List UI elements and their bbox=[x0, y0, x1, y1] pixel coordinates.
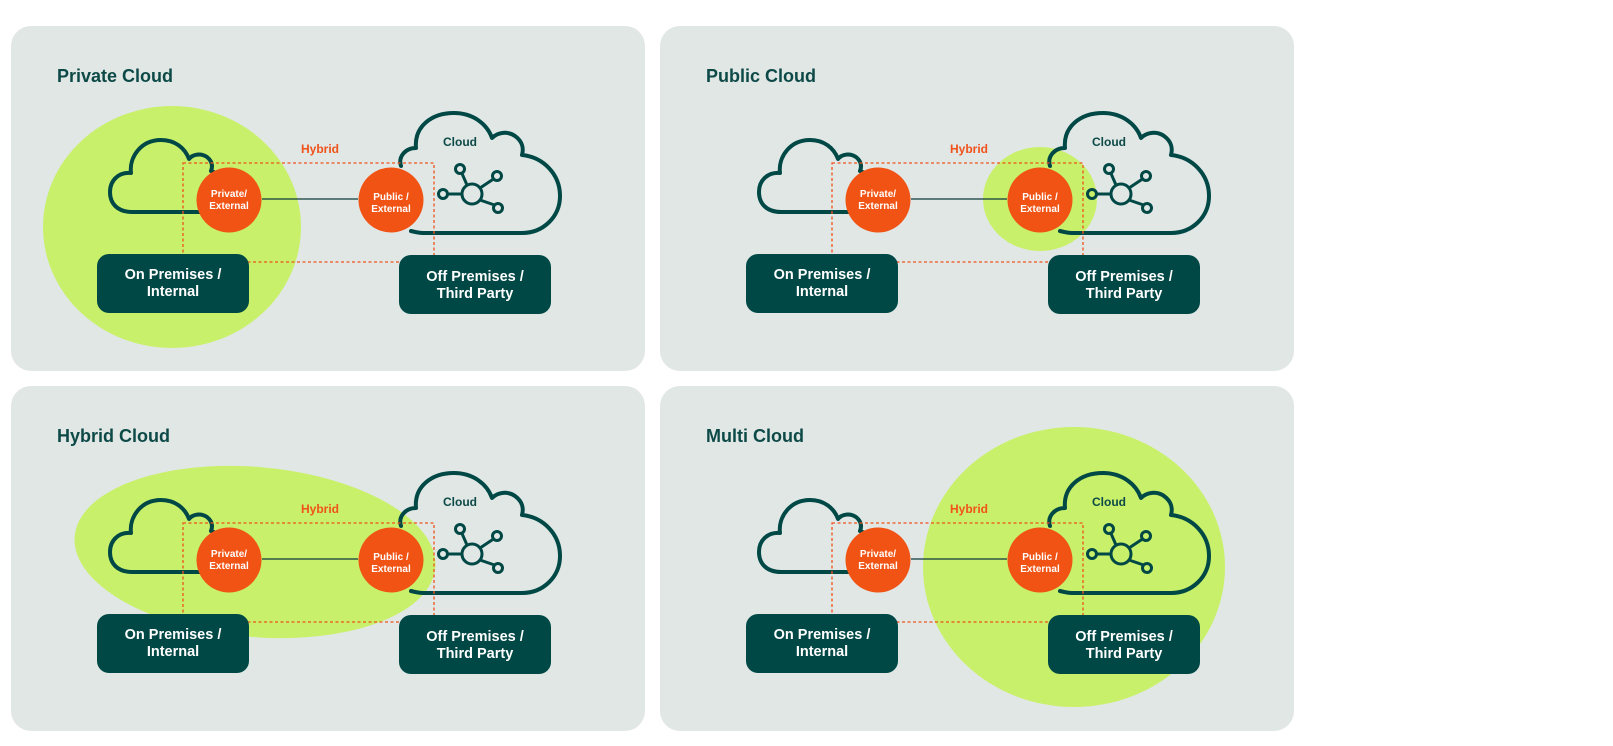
on-premises-label-line1: On Premises / bbox=[774, 627, 871, 643]
private-endpoint[interactable]: Private/ External bbox=[196, 527, 262, 593]
on-premises-label-line2: Internal bbox=[796, 284, 848, 300]
cloud-network-icon bbox=[398, 471, 562, 595]
public-endpoint-label-line2: External bbox=[1020, 204, 1060, 215]
on-premises-label-line1: On Premises / bbox=[125, 627, 222, 643]
on-premises-box[interactable]: On Premises / Internal bbox=[746, 254, 898, 313]
on-premises-label-line2: Internal bbox=[796, 644, 848, 660]
private-endpoint-label-line2: External bbox=[209, 201, 249, 212]
hybrid-boundary bbox=[182, 162, 435, 263]
hybrid-label: Hybrid bbox=[301, 142, 339, 156]
off-premises-label-line1: Off Premises / bbox=[426, 269, 524, 285]
off-premises-label-line1: Off Premises / bbox=[1075, 629, 1173, 645]
cloud-outline-icon bbox=[757, 138, 874, 214]
public-endpoint[interactable]: Public / External bbox=[1007, 527, 1073, 593]
panel-public-cloud: Public Cloud Cloud Hybrid Private/ bbox=[660, 26, 1294, 371]
panel-multi-cloud: Multi Cloud Cloud Hybrid Private/ bbox=[660, 386, 1294, 731]
off-premises-box[interactable]: Off Premises / Third Party bbox=[399, 615, 551, 674]
private-endpoint-label-line2: External bbox=[858, 561, 898, 572]
network-nodes-icon bbox=[1086, 523, 1153, 574]
hybrid-label: Hybrid bbox=[950, 502, 988, 516]
on-premises-label-line2: Internal bbox=[147, 284, 199, 300]
cloud-outline-icon bbox=[108, 138, 225, 214]
public-endpoint-label-line1: Public / bbox=[373, 552, 409, 563]
private-endpoint-label-line2: External bbox=[209, 561, 249, 572]
hybrid-label: Hybrid bbox=[301, 502, 339, 516]
cloud-label: Cloud bbox=[443, 495, 477, 509]
cloud-label: Cloud bbox=[1092, 135, 1126, 149]
public-endpoint-label-line2: External bbox=[371, 204, 411, 215]
public-endpoint-label-line1: Public / bbox=[1022, 552, 1058, 563]
off-premises-label-line1: Off Premises / bbox=[1075, 269, 1173, 285]
public-endpoint-label-line2: External bbox=[371, 564, 411, 575]
on-premises-label-line1: On Premises / bbox=[774, 267, 871, 283]
off-premises-box[interactable]: Off Premises / Third Party bbox=[1048, 255, 1200, 314]
cloud-network-icon bbox=[1047, 471, 1211, 595]
off-premises-label-line2: Third Party bbox=[1086, 646, 1163, 662]
private-endpoint-label-line1: Private/ bbox=[860, 549, 896, 560]
off-premises-label-line2: Third Party bbox=[437, 646, 514, 662]
cloud-outline-icon bbox=[757, 498, 874, 574]
cloud-outline-icon bbox=[108, 498, 225, 574]
on-premises-label-line2: Internal bbox=[147, 644, 199, 660]
panel-title: Public Cloud bbox=[706, 66, 816, 86]
private-endpoint-label-line1: Private/ bbox=[860, 189, 896, 200]
off-premises-box[interactable]: Off Premises / Third Party bbox=[399, 255, 551, 314]
panel-hybrid-cloud: Hybrid Cloud Cloud Hybrid Private/ bbox=[11, 386, 645, 731]
off-premises-label-line1: Off Premises / bbox=[426, 629, 524, 645]
panel-title: Multi Cloud bbox=[706, 426, 804, 446]
public-endpoint[interactable]: Public / External bbox=[358, 167, 424, 233]
public-endpoint[interactable]: Public / External bbox=[358, 527, 424, 593]
private-endpoint[interactable]: Private/ External bbox=[196, 167, 262, 233]
hybrid-boundary bbox=[831, 162, 1084, 263]
cloud-network-icon bbox=[398, 111, 562, 235]
hybrid-boundary bbox=[831, 522, 1084, 623]
cloud-label: Cloud bbox=[443, 135, 477, 149]
on-premises-label-line1: On Premises / bbox=[125, 267, 222, 283]
panel-title: Hybrid Cloud bbox=[57, 426, 170, 446]
cloud-label: Cloud bbox=[1092, 495, 1126, 509]
on-premises-box[interactable]: On Premises / Internal bbox=[97, 614, 249, 673]
cloud-network-icon bbox=[1047, 111, 1211, 235]
panel-title: Private Cloud bbox=[57, 66, 173, 86]
network-nodes-icon bbox=[437, 523, 504, 574]
hybrid-label: Hybrid bbox=[950, 142, 988, 156]
on-premises-box[interactable]: On Premises / Internal bbox=[746, 614, 898, 673]
private-endpoint-label-line2: External bbox=[858, 201, 898, 212]
panel-private-cloud: Private Cloud Cloud Hybrid Private/ bbox=[11, 26, 645, 371]
private-endpoint[interactable]: Private/ External bbox=[845, 527, 911, 593]
on-premises-box[interactable]: On Premises / Internal bbox=[97, 254, 249, 313]
public-endpoint[interactable]: Public / External bbox=[1007, 167, 1073, 233]
public-endpoint-label-line1: Public / bbox=[1022, 192, 1058, 203]
private-endpoint[interactable]: Private/ External bbox=[845, 167, 911, 233]
network-nodes-icon bbox=[437, 163, 504, 214]
private-endpoint-label-line1: Private/ bbox=[211, 189, 247, 200]
hybrid-boundary bbox=[182, 522, 435, 623]
public-endpoint-label-line2: External bbox=[1020, 564, 1060, 575]
private-endpoint-label-line1: Private/ bbox=[211, 549, 247, 560]
off-premises-label-line2: Third Party bbox=[437, 286, 514, 302]
network-nodes-icon bbox=[1086, 163, 1153, 214]
off-premises-box[interactable]: Off Premises / Third Party bbox=[1048, 615, 1200, 674]
off-premises-label-line2: Third Party bbox=[1086, 286, 1163, 302]
public-endpoint-label-line1: Public / bbox=[373, 192, 409, 203]
